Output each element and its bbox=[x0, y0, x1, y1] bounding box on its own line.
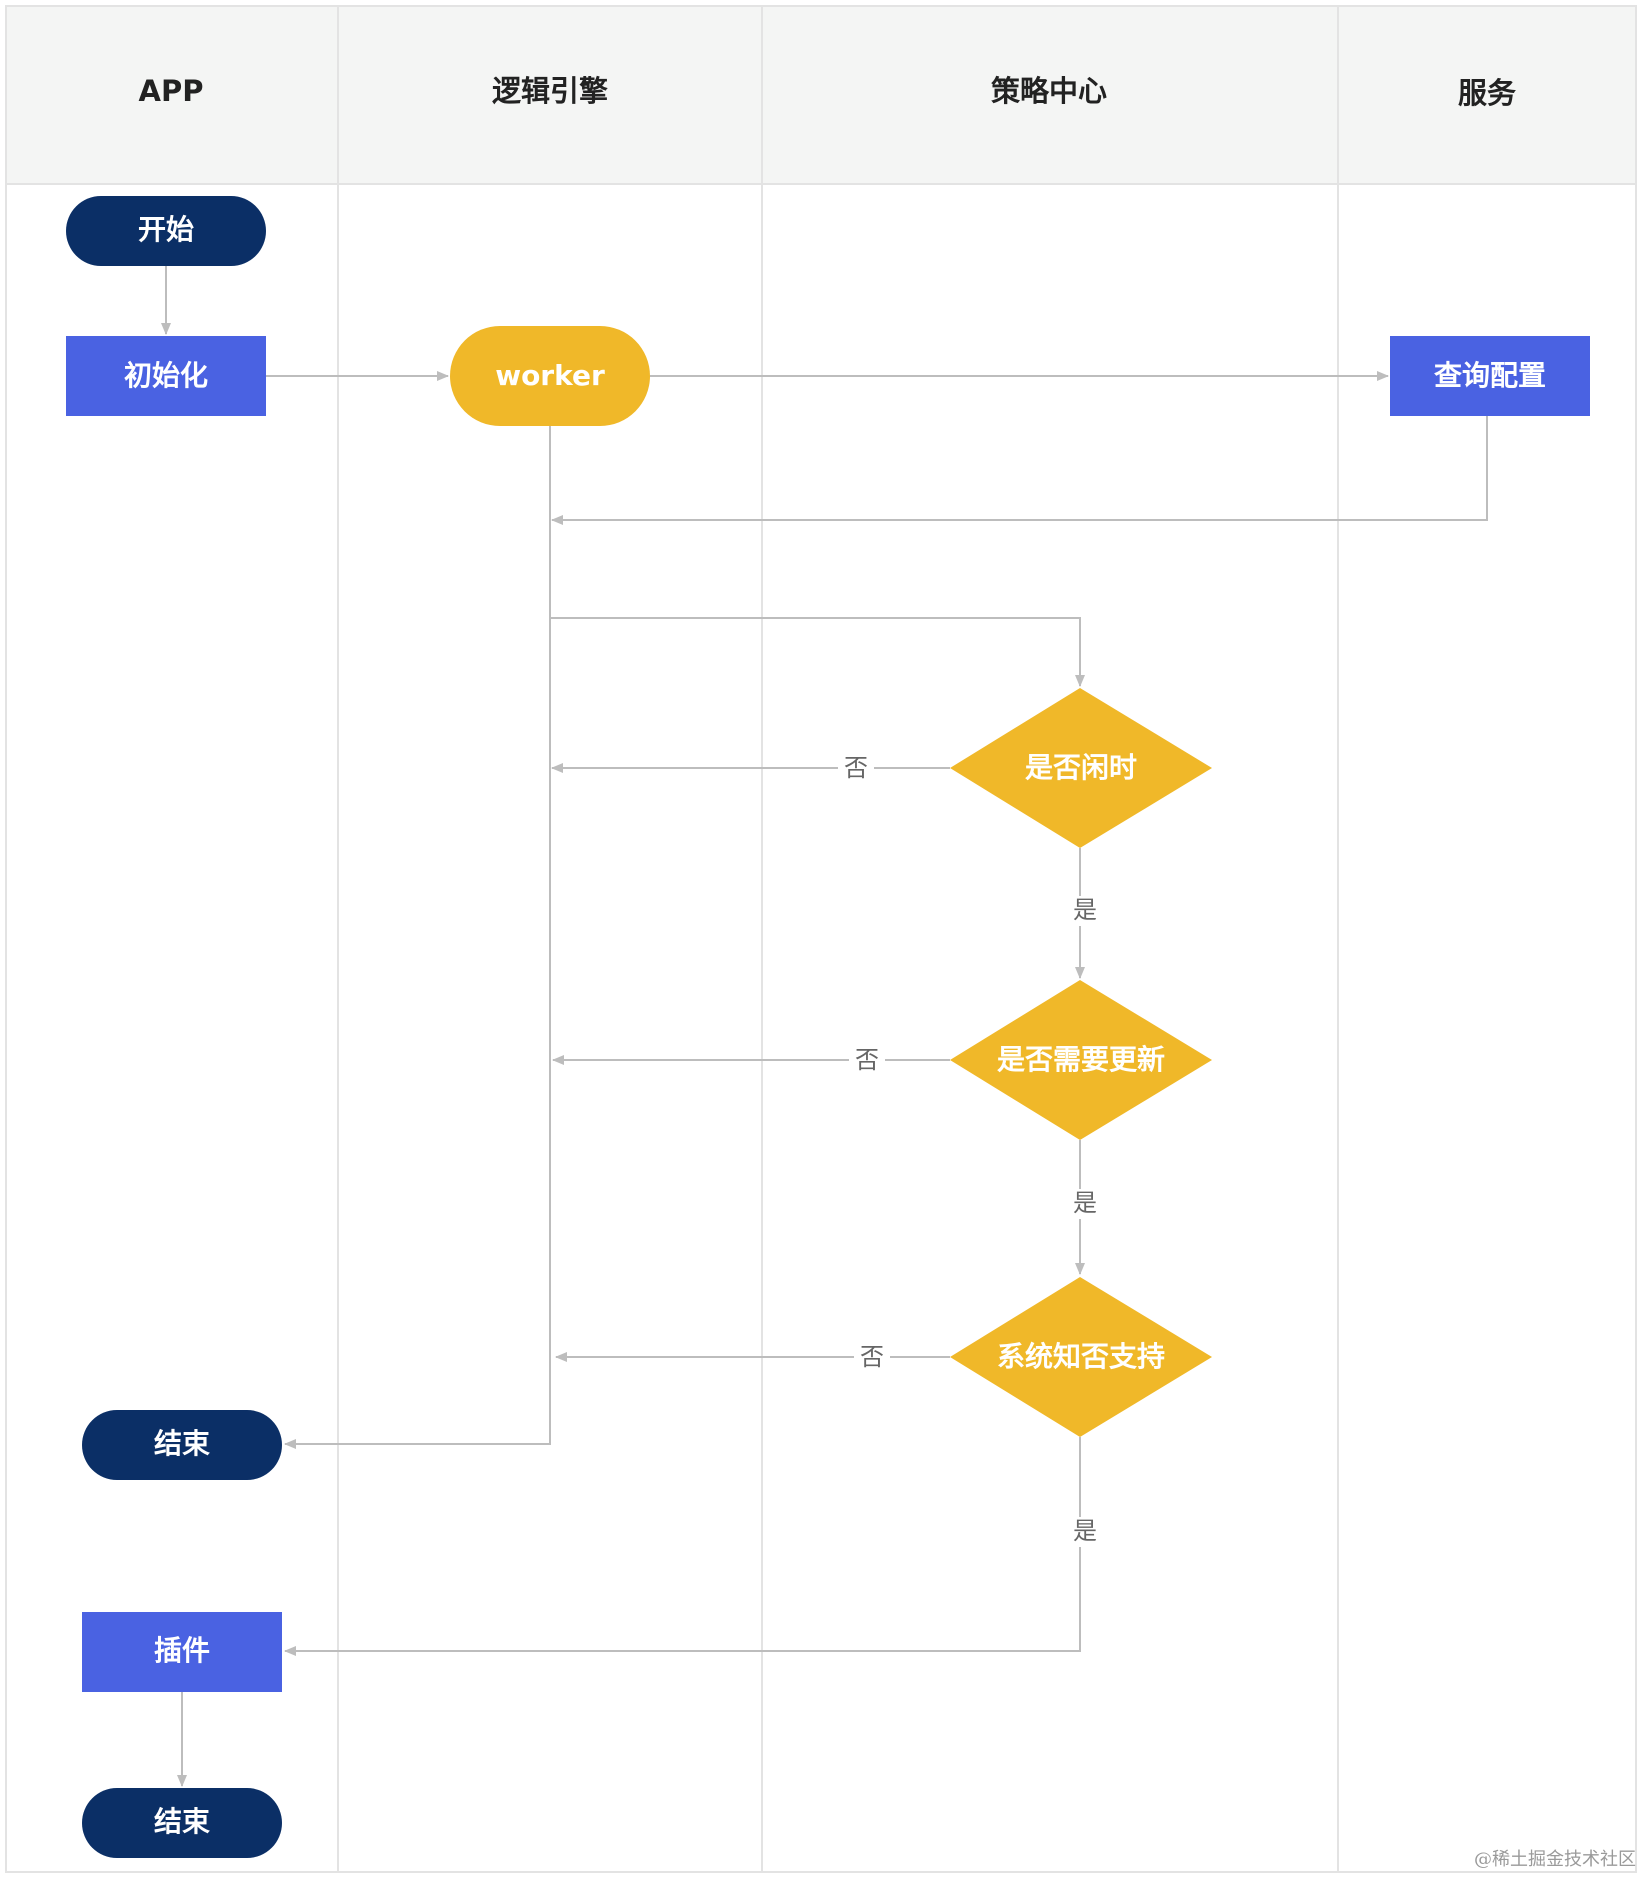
system-support-decision[interactable]: 系统知否支持 bbox=[950, 1277, 1212, 1437]
worker-trunk-line bbox=[284, 426, 551, 1449]
edge-label-yes: 是 bbox=[1073, 1189, 1097, 1217]
edge-label-no: 否 bbox=[860, 1343, 884, 1371]
start-node[interactable]: 开始 bbox=[66, 196, 266, 266]
connectors bbox=[161, 266, 1488, 1787]
system-support-decision-label: 系统知否支持 bbox=[997, 1340, 1165, 1373]
is-idle-decision[interactable]: 是否闲时 bbox=[950, 688, 1212, 848]
need-update-decision[interactable]: 是否需要更新 bbox=[950, 980, 1212, 1140]
query-config-node-label: 查询配置 bbox=[1434, 359, 1546, 392]
edge-label-no: 否 bbox=[855, 1046, 879, 1074]
lane-title-app: APP bbox=[139, 74, 204, 108]
header-band bbox=[6, 6, 1636, 184]
is-idle-decision-label: 是否闲时 bbox=[1025, 751, 1137, 784]
query-config-node[interactable]: 查询配置 bbox=[1390, 336, 1590, 416]
edge-to-is-idle bbox=[550, 617, 1085, 687]
plugin-node-label: 插件 bbox=[154, 1634, 210, 1667]
end-node[interactable]: 结束 bbox=[82, 1410, 282, 1480]
need-update-decision-label: 是否需要更新 bbox=[997, 1043, 1165, 1076]
plugin-node[interactable]: 插件 bbox=[82, 1612, 282, 1692]
final-end-node-label: 结束 bbox=[154, 1805, 210, 1838]
edge-system-support-yes bbox=[284, 1437, 1081, 1656]
start-node-label: 开始 bbox=[138, 213, 194, 246]
final-end-node[interactable]: 结束 bbox=[82, 1788, 282, 1858]
edge-label-group: 否 是 否 是 否 是 bbox=[838, 754, 1100, 1547]
watermark: @稀土掘金技术社区 bbox=[1474, 1849, 1636, 1870]
swimlane-frame bbox=[5, 5, 1637, 1873]
lane-title-logic-engine: 逻辑引擎 bbox=[492, 74, 608, 108]
edge-label-yes: 是 bbox=[1073, 1517, 1097, 1545]
end-node-label: 结束 bbox=[154, 1427, 210, 1460]
edge-query-config-return bbox=[551, 416, 1488, 525]
worker-node-label: worker bbox=[495, 359, 605, 392]
lane-title-service: 服务 bbox=[1458, 76, 1516, 110]
edge-label-yes: 是 bbox=[1073, 896, 1097, 924]
edge-label-no: 否 bbox=[844, 754, 868, 782]
worker-node[interactable]: worker bbox=[450, 326, 650, 426]
lane-title-strategy-center: 策略中心 bbox=[991, 74, 1107, 108]
init-node[interactable]: 初始化 bbox=[66, 336, 266, 416]
init-node-label: 初始化 bbox=[124, 359, 208, 392]
